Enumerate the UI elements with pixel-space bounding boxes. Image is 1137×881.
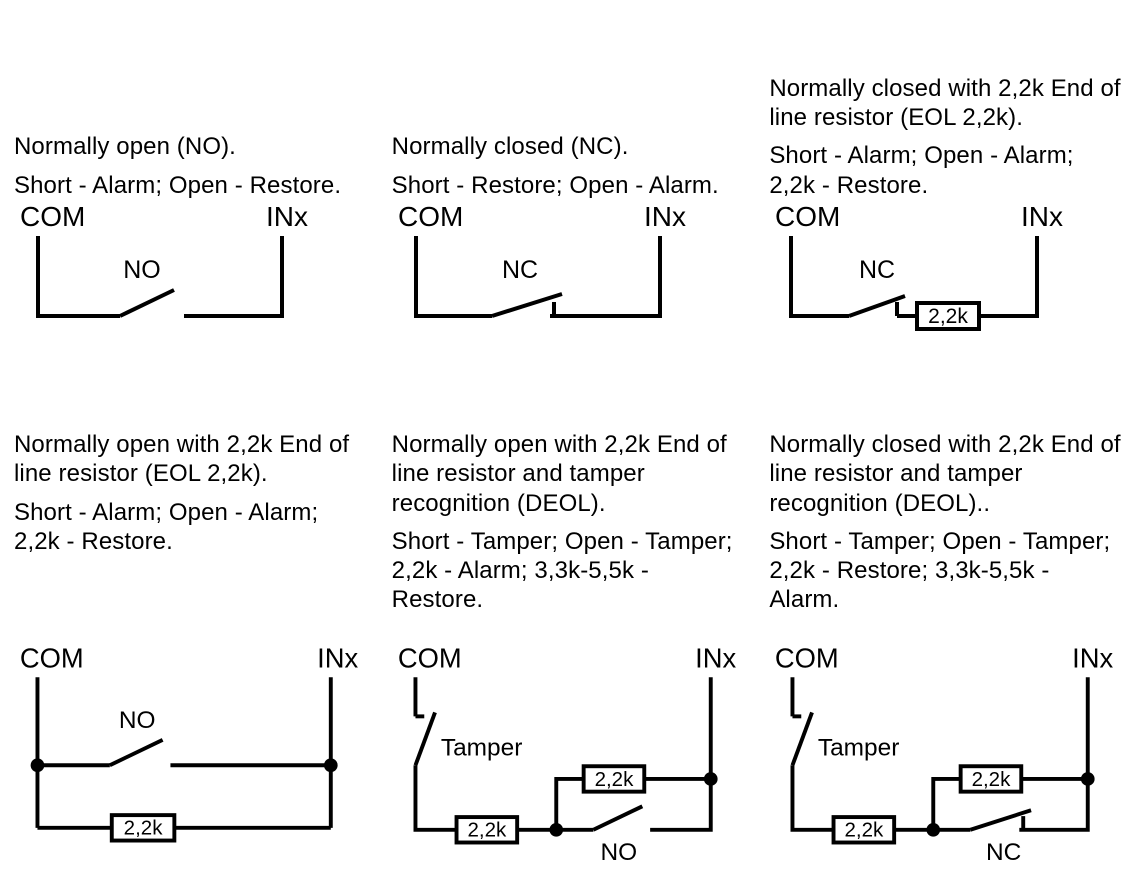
inx-terminal-label: INx bbox=[266, 201, 308, 232]
junction-dot-right bbox=[1081, 772, 1095, 786]
switch-label: NC bbox=[986, 839, 1021, 866]
com-terminal-label: COM bbox=[775, 642, 839, 673]
description-block: Normally open with 2,2k End of line resi… bbox=[14, 430, 368, 642]
com-lead-wire bbox=[413, 236, 492, 318]
tamper-label: Tamper bbox=[441, 734, 523, 761]
switch-blade bbox=[970, 808, 1032, 832]
description-block: Normally closed with 2,2k End of line re… bbox=[769, 12, 1123, 200]
com-terminal-label: COM bbox=[398, 642, 462, 673]
inx-terminal-label: INx bbox=[317, 642, 358, 673]
config-behavior: Short - Restore; Open - Alarm. bbox=[391, 171, 719, 199]
description-block: Normally closed with 2,2k End of line re… bbox=[769, 430, 1123, 642]
com-lead-wire bbox=[36, 236, 120, 318]
resistor-box bbox=[915, 301, 982, 331]
inx-terminal-label: INx bbox=[1021, 201, 1063, 232]
inx-terminal-label: INx bbox=[1072, 642, 1113, 673]
circuit-diagram-no-deol: COM INx Tamper 2,2k 2,2k bbox=[398, 642, 737, 866]
switch-label: NO bbox=[123, 256, 161, 284]
zone-config-no-deol: Normally open with 2,2k End of line resi… bbox=[392, 430, 746, 867]
switch-blade bbox=[592, 804, 643, 832]
junction-dot-right bbox=[703, 772, 718, 786]
bottom-wire-left bbox=[790, 765, 834, 832]
switch-blade bbox=[119, 288, 175, 318]
inx-lead-wire bbox=[979, 236, 1040, 318]
tamper-switch-blade bbox=[413, 711, 437, 766]
com-lead-wire bbox=[789, 236, 850, 318]
junction-dot-left bbox=[30, 758, 45, 773]
com-terminal-label: COM bbox=[20, 642, 84, 673]
bottom-wire-left bbox=[413, 765, 457, 832]
zone-config-nc-deol: Normally closed with 2,2k End of line re… bbox=[769, 430, 1123, 867]
circuit-diagram-nc-eol: COM INx 2,2k NC bbox=[775, 201, 1063, 331]
series-resistor-label: 2,2k bbox=[467, 819, 507, 842]
switch-blade bbox=[108, 738, 164, 768]
parallel-branch-wire-left bbox=[553, 776, 584, 830]
resistor-label: 2,2k bbox=[928, 305, 968, 328]
zone-config-nc: Normally closed (NC). Short - Restore; O… bbox=[392, 12, 746, 340]
config-title: Normally closed (NC). bbox=[391, 133, 629, 161]
tamper-label: Tamper bbox=[818, 734, 900, 761]
series-resistor-label: 2,2k bbox=[845, 819, 885, 842]
zone-config-no: Normally open (NO). Short - Alarm; Open … bbox=[14, 12, 368, 340]
inx-lead-wire bbox=[184, 236, 284, 318]
config-behavior: Short - Tamper; Open - Tamper; 2,2k - Re… bbox=[769, 527, 1111, 614]
switch-label: NO bbox=[119, 707, 156, 734]
com-terminal-label: COM bbox=[775, 201, 840, 232]
description-block: Normally open (NO). Short - Alarm; Open … bbox=[14, 12, 368, 200]
switch-branch-wire-right bbox=[1019, 778, 1091, 832]
switch-blade bbox=[491, 292, 563, 318]
resistor-box bbox=[109, 813, 177, 843]
switch-label: NC bbox=[502, 256, 538, 284]
config-title: Normally open with 2,2k End of line resi… bbox=[14, 431, 350, 488]
description-block: Normally closed (NC). Short - Restore; O… bbox=[392, 12, 746, 200]
circuit-diagram-no-eol: COM INx 2,2k NO bbox=[20, 642, 358, 843]
parallel-resistor-label: 2,2k bbox=[972, 768, 1012, 791]
config-behavior: Short - Alarm; Open - Restore. bbox=[14, 171, 342, 199]
zone-config-nc-eol: Normally closed with 2,2k End of line re… bbox=[769, 12, 1123, 340]
resistor-label: 2,2k bbox=[124, 817, 164, 840]
config-behavior: Short - Alarm; Open - Alarm; 2,2k - Rest… bbox=[14, 498, 319, 555]
config-title: Normally closed with 2,2k End of line re… bbox=[769, 431, 1121, 517]
inx-terminal-label: INx bbox=[644, 201, 686, 232]
switch-label: NC bbox=[859, 256, 895, 284]
diagram-grid: Normally open (NO). Short - Alarm; Open … bbox=[14, 12, 1123, 867]
com-terminal-label: COM bbox=[398, 201, 463, 232]
junction-dot-right bbox=[323, 758, 338, 773]
switch-blade bbox=[848, 294, 907, 318]
zone-config-no-eol: Normally open with 2,2k End of line resi… bbox=[14, 430, 368, 867]
parallel-resistor-box bbox=[581, 764, 646, 794]
switch-label: NO bbox=[600, 839, 637, 866]
config-behavior: Short - Tamper; Open - Tamper; 2,2k - Al… bbox=[391, 527, 733, 614]
description-block: Normally open with 2,2k End of line resi… bbox=[392, 430, 746, 642]
switch-branch-wire-right bbox=[649, 778, 713, 832]
circuit-diagram-nc: COM INx NC bbox=[398, 201, 686, 318]
config-title: Normally open with 2,2k End of line resi… bbox=[391, 431, 727, 517]
inx-terminal-label: INx bbox=[695, 642, 736, 673]
config-behavior: Short - Alarm; Open - Alarm; 2,2k - Rest… bbox=[769, 142, 1074, 199]
tamper-switch-blade bbox=[790, 711, 815, 766]
config-title: Normally open (NO). bbox=[14, 133, 236, 161]
com-terminal-label: COM bbox=[20, 201, 85, 232]
config-title: Normally closed with 2,2k End of line re… bbox=[769, 74, 1121, 132]
inx-lead-wire bbox=[549, 236, 662, 318]
parallel-branch-wire-left bbox=[931, 776, 961, 830]
circuit-diagram-no: COM INx NO bbox=[20, 201, 308, 318]
parallel-resistor-label: 2,2k bbox=[594, 768, 634, 791]
circuit-diagram-nc-deol: COM INx Tamper 2,2k 2,2k bbox=[775, 642, 1114, 866]
